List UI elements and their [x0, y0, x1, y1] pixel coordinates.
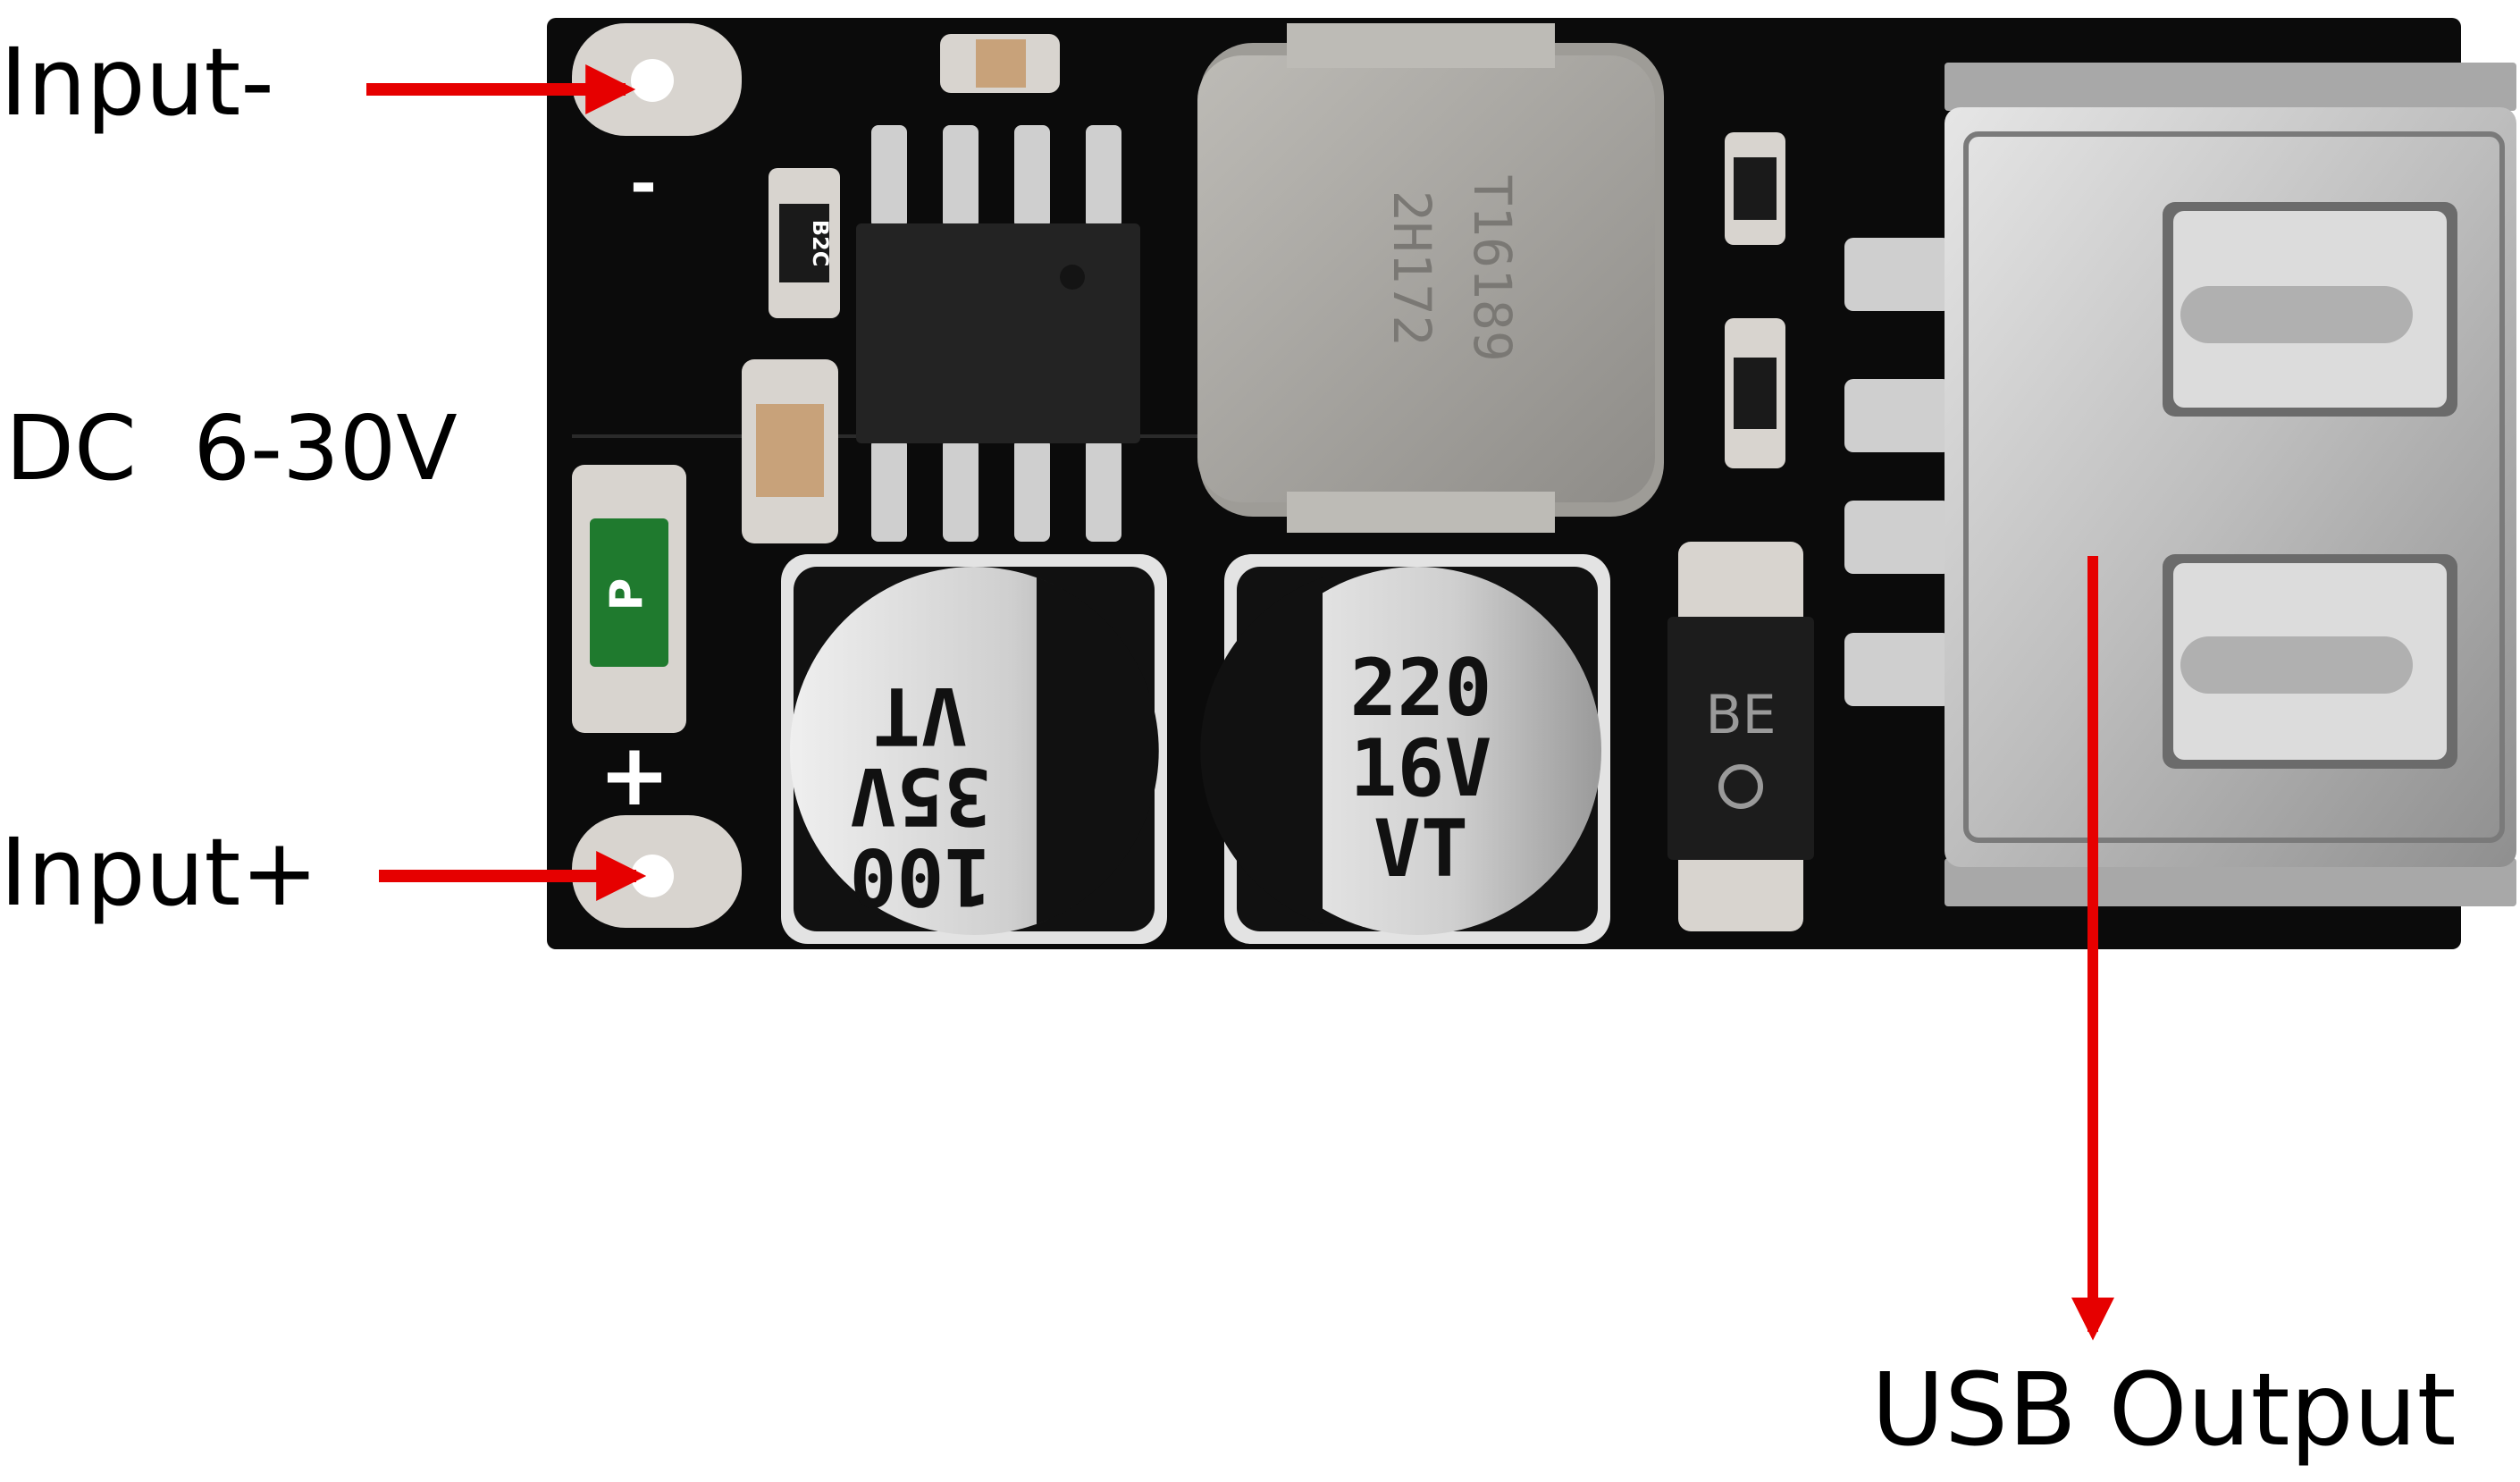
capacitor-220uf: 220 16V VT [1200, 554, 1610, 944]
smd-capacitor-mid [742, 359, 838, 543]
label-dc-range: DC 6-30V [5, 396, 458, 501]
label-input-minus: Input- [0, 28, 274, 137]
input-minus-pad [572, 23, 742, 136]
usb-pins [1844, 238, 1952, 706]
resistor-code: B2C [808, 220, 833, 267]
silk-minus: - [630, 146, 657, 221]
label-usb-output: USB Output [1871, 1352, 2457, 1469]
silk-plus: + [599, 725, 670, 825]
usb-connector [1945, 63, 2516, 906]
smd-capacitor-top [940, 34, 1060, 93]
cap-left-vt: VT [873, 669, 968, 762]
ic-chip [856, 125, 1140, 542]
diode-mark: BE [1705, 684, 1776, 746]
diode-logo [1718, 764, 1763, 809]
capacitor-100uf: VT 35V 100 [781, 554, 1167, 944]
inductor-text-2: T16189 [1462, 174, 1523, 362]
cap-right-vt: VT [1373, 803, 1468, 895]
cap-left-voltage: 35V [850, 750, 992, 842]
fuse-mark: P [601, 578, 652, 611]
cap-left-value: 100 [850, 830, 992, 922]
cap-right-voltage: 16V [1350, 722, 1492, 814]
label-input-plus: Input+ [0, 818, 318, 927]
cap-right-value: 220 [1350, 642, 1492, 734]
diode: BE [1667, 542, 1814, 931]
smd-resistor-right-top [1725, 132, 1785, 245]
power-inductor: 2H172 T16189 [1197, 23, 1664, 533]
inductor-text-1: 2H172 [1382, 190, 1442, 347]
fuse: P [572, 465, 686, 733]
resistor-b2c: B2C [769, 168, 840, 318]
smd-resistor-right-mid [1725, 318, 1785, 468]
